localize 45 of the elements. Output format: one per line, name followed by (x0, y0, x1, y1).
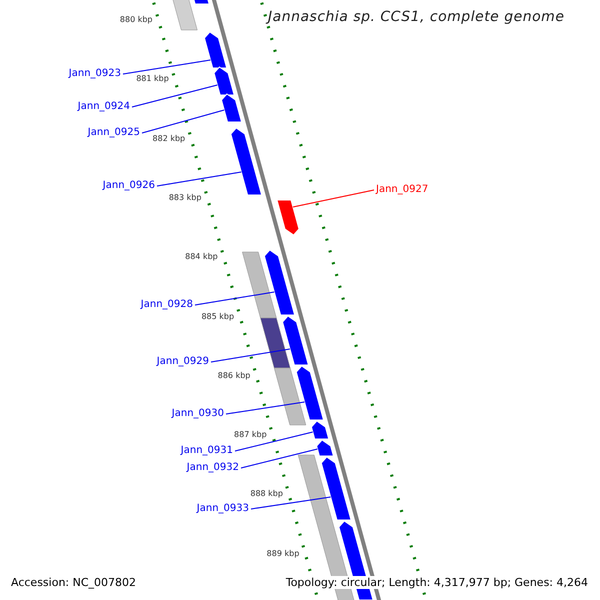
gene-block (320, 456, 352, 520)
leader-line (132, 84, 218, 108)
gene-label: Jann_0923 (68, 68, 121, 80)
scale-label: 889 kbp (266, 548, 300, 559)
gene-label: Jann_0931 (180, 445, 233, 457)
scale-label: 888 kbp (250, 489, 283, 500)
leader-line (156, 172, 242, 186)
scale-label: 880 kbp (120, 15, 152, 25)
gene-block (204, 31, 228, 68)
leader-line (240, 448, 318, 468)
leader-line (210, 348, 290, 362)
gene-block (276, 200, 300, 236)
leader-line (250, 496, 332, 510)
scale-label: 887 kbp (234, 430, 267, 440)
gene-block (316, 439, 334, 456)
gene-label: Jann_0929 (156, 356, 209, 368)
gene-block (282, 315, 310, 366)
gene-block (220, 93, 242, 122)
gene-label: Jann_0933 (196, 503, 249, 515)
gene-block (214, 66, 235, 96)
leader-line (122, 60, 211, 74)
gene-block (296, 365, 324, 420)
gene-label: Jann_0928 (140, 299, 193, 311)
leader-line (234, 432, 314, 452)
leader-line (194, 292, 275, 306)
gene-label: Jann_0926 (102, 180, 155, 192)
gene-block (230, 127, 262, 196)
scale-label: 883 kbp (168, 192, 202, 203)
scale-label: 885 kbp (201, 312, 234, 322)
leader-line (292, 190, 374, 208)
footer-text: Topology: circular; Length: 4,317,977 bp; Genes: 4,264 (284, 576, 590, 589)
scale-label: 884 kbp (185, 252, 218, 262)
scale-label: 882 kbp (152, 134, 186, 144)
gene-label: Jann_0930 (172, 408, 224, 420)
scale-label: 886 kbp (218, 370, 250, 381)
scale-label: 881 kbp (136, 74, 169, 84)
gene-label: Jann_0924 (78, 101, 130, 113)
gene-label: Jann_0932 (186, 462, 239, 474)
gene-block (264, 249, 296, 316)
title: Jannaschia sp. CCS1, complete genome (268, 9, 564, 25)
gene-block (310, 420, 330, 440)
leader-line (226, 402, 306, 414)
leader-line (142, 110, 225, 134)
gene-label: Jann_0927 (376, 184, 428, 196)
gene-label: Jann_0925 (88, 127, 140, 139)
